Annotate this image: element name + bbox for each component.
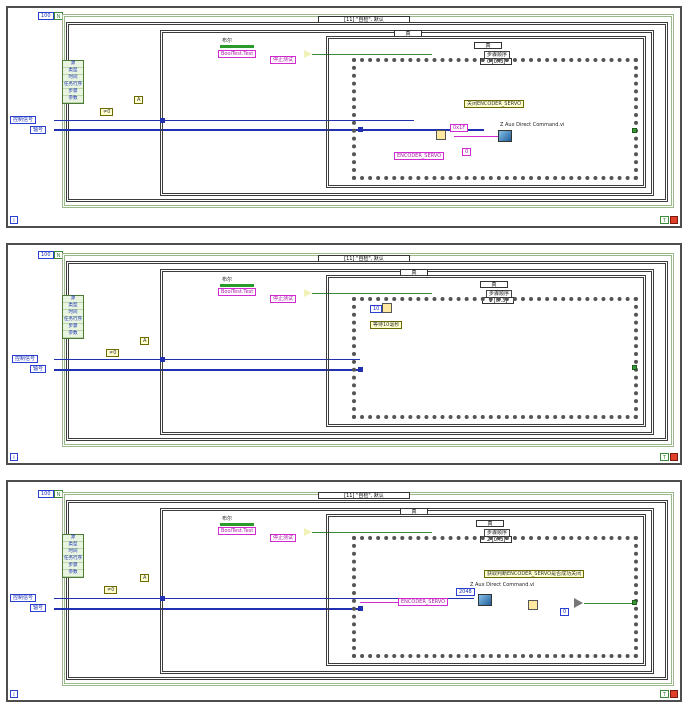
stop-test-node[interactable]: 停止测试 xyxy=(270,295,297,303)
stop-button-icon[interactable] xyxy=(670,690,678,698)
stop-terminal-label: T xyxy=(660,690,669,698)
control-wire xyxy=(54,598,474,599)
iteration-terminal: i xyxy=(10,216,18,224)
bundle-node[interactable]: A xyxy=(140,574,150,582)
axis-number-terminal[interactable]: 轴号 xyxy=(30,126,47,134)
stop-test-node[interactable]: 停止测试 xyxy=(270,534,297,542)
outer-case-frame[interactable] xyxy=(66,261,668,441)
stop-terminal-label: T xyxy=(660,453,669,461)
bundle-node[interactable]: A xyxy=(134,96,144,104)
encoder-servo-constant[interactable]: ENCODER_SERVO xyxy=(394,152,445,160)
unbundle-cluster: 源 类型 时间 任务行序 步骤 参数 xyxy=(62,534,84,578)
axis-number-terminal[interactable]: 轴号 xyxy=(30,365,47,373)
string-wire xyxy=(360,602,398,603)
compare-node[interactable]: ≠0 xyxy=(104,586,118,594)
bool-property-node[interactable]: BoolTest.Test xyxy=(218,50,257,58)
inner-case-frame[interactable] xyxy=(326,36,646,188)
axis-wire xyxy=(54,129,484,131)
control-wire xyxy=(54,120,414,121)
direct-command-vi-icon[interactable] xyxy=(478,594,492,606)
step-case-frame[interactable] xyxy=(352,536,638,658)
inner-true-selector[interactable]: 真 xyxy=(476,520,504,527)
axis-tunnel xyxy=(358,367,363,372)
bool-wire xyxy=(312,532,432,533)
vi-label: Z Aux Direct Command.vi xyxy=(500,122,565,128)
bundle-node[interactable]: A xyxy=(140,337,150,345)
control-signal-terminal[interactable]: 控制信号 xyxy=(10,116,37,124)
axis-wire xyxy=(54,608,360,610)
step-case-frame[interactable] xyxy=(352,297,638,419)
control-tunnel xyxy=(160,118,165,123)
vi-label: Z Aux Direct Command.vi xyxy=(470,582,535,588)
diagram-panel-3: 100 N [11] "自检", 默认 源 类型 时间 任务行序 步骤 参数 A… xyxy=(6,480,682,702)
axis-wire xyxy=(54,369,360,371)
bool-indicator-bar xyxy=(220,45,254,48)
wait-ms-constant[interactable]: 10 xyxy=(370,305,383,313)
encoder-servo-constant[interactable]: ENCODER_SERVO xyxy=(398,598,449,606)
select-node[interactable] xyxy=(304,528,312,536)
iteration-terminal: i xyxy=(10,690,18,698)
loop-count-constant[interactable]: 100 xyxy=(38,251,54,259)
unbundle-cluster: 源 类型 时间 任务行序 步骤 参数 xyxy=(62,60,84,104)
stop-button-icon[interactable] xyxy=(670,453,678,461)
axis-tunnel xyxy=(358,606,363,611)
control-wire xyxy=(54,359,360,360)
diagram-panel-1: 100 N [11] "自检", 默认 源 类型 时间 任务行序 步骤 参数 A… xyxy=(6,6,682,228)
command-number-constant[interactable]: 0x1F xyxy=(450,124,469,132)
comparison-node[interactable] xyxy=(574,598,583,608)
bool-property-node[interactable]: BoolTest.Test xyxy=(218,527,257,535)
stop-button-icon[interactable] xyxy=(670,216,678,224)
diagram-panel-2: 100 N [11] "自检", 默认 源 类型 时间 任务行序 步骤 参数 A… xyxy=(6,243,682,465)
for-loop-frame[interactable] xyxy=(62,14,674,208)
small-number-constant[interactable]: 0 xyxy=(462,148,472,156)
inner-true-selector[interactable]: 真 xyxy=(474,42,502,49)
command-number-constant[interactable]: 2048 xyxy=(456,588,475,596)
outer-case-frame[interactable] xyxy=(66,22,668,202)
bool-label: 布尔 xyxy=(222,38,233,44)
control-tunnel xyxy=(160,357,165,362)
bool-label: 布尔 xyxy=(222,277,233,283)
step-case-frame[interactable] xyxy=(352,58,638,180)
string-wire xyxy=(454,136,498,137)
axis-tunnel xyxy=(358,127,363,132)
control-signal-terminal[interactable]: 控制信号 xyxy=(12,355,39,363)
output-tunnel xyxy=(632,600,637,605)
status-string-constant[interactable]: 关闭ENCODER_SERVO xyxy=(464,100,525,108)
iteration-terminal: i xyxy=(10,453,18,461)
bool-wire xyxy=(312,54,432,55)
bool-indicator-bar xyxy=(220,284,254,287)
compare-node[interactable]: ≠0 xyxy=(100,108,114,116)
select-node[interactable] xyxy=(304,289,312,297)
outer-case-frame[interactable] xyxy=(66,500,668,680)
stop-terminal-label: T xyxy=(660,216,669,224)
inner-case-frame[interactable] xyxy=(326,275,646,427)
direct-command-vi-icon[interactable] xyxy=(498,130,512,142)
compare-node[interactable]: ≠0 xyxy=(106,349,120,357)
unbundle-cluster: 源 类型 时间 任务行序 步骤 参数 xyxy=(62,295,84,339)
loop-count-constant[interactable]: 100 xyxy=(38,490,54,498)
control-signal-terminal[interactable]: 控制信号 xyxy=(10,594,37,602)
bool-wire xyxy=(312,293,432,294)
wait-timer-icon[interactable] xyxy=(382,303,392,313)
output-tunnel xyxy=(632,128,637,133)
control-tunnel xyxy=(160,596,165,601)
output-tunnel xyxy=(632,365,637,370)
outer-case-selector[interactable]: [11] "自检", 默认 xyxy=(318,492,410,499)
select-node[interactable] xyxy=(304,50,312,58)
inner-case-frame[interactable] xyxy=(326,514,646,666)
loop-count-constant[interactable]: 100 xyxy=(38,12,54,20)
for-loop-frame[interactable] xyxy=(62,253,674,447)
status-string-constant[interactable]: 等待10毫秒 xyxy=(370,321,403,329)
bool-indicator-bar xyxy=(220,523,254,526)
status-string-constant[interactable]: 获取判断ENCODER_SERVO是否成功关闭 xyxy=(484,570,585,578)
small-number-constant[interactable]: 0 xyxy=(560,608,570,616)
bool-property-node[interactable]: BoolTest.Test xyxy=(218,288,257,296)
inner-true-selector[interactable]: 真 xyxy=(480,281,508,288)
stop-test-node[interactable]: 停止测试 xyxy=(270,56,297,64)
compare-string-icon[interactable] xyxy=(528,600,538,610)
axis-number-terminal[interactable]: 轴号 xyxy=(30,604,47,612)
format-string-icon[interactable] xyxy=(436,130,446,140)
bool-label: 布尔 xyxy=(222,516,233,522)
result-wire xyxy=(584,603,632,604)
